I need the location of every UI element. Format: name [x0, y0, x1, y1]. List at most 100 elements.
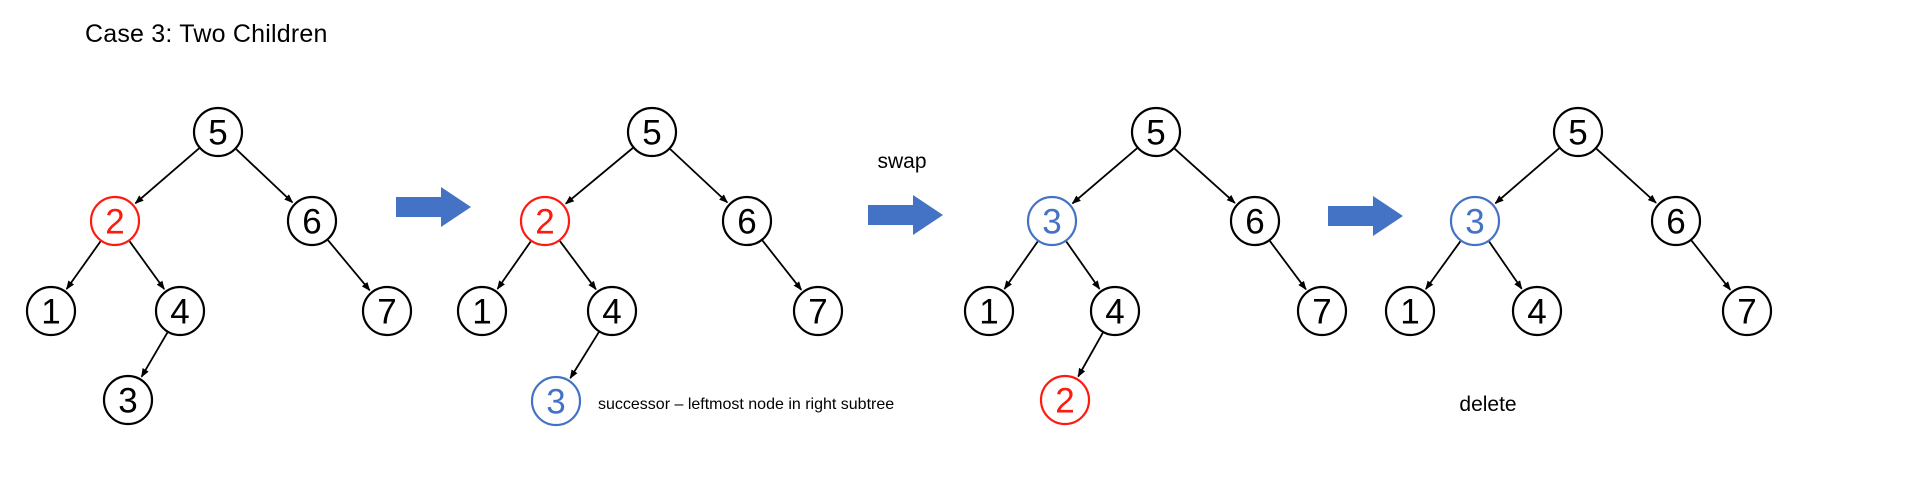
node-value: 4 — [602, 293, 621, 332]
node-6: 6 — [1229, 195, 1281, 247]
node-5: 5 — [626, 106, 678, 158]
node-value: 4 — [170, 293, 189, 332]
node-value: 7 — [808, 293, 827, 332]
node-3: 3 — [102, 374, 154, 426]
node-1: 1 — [25, 285, 77, 337]
node-circle — [1511, 285, 1563, 337]
node-4: 4 — [154, 285, 206, 337]
step-arrow-3 — [1328, 196, 1403, 236]
edge-5-to-6 — [235, 148, 294, 204]
node-6: 6 — [721, 195, 773, 247]
node-5: 5 — [1552, 106, 1604, 158]
node-7: 7 — [792, 285, 844, 337]
node-4: 4 — [1089, 285, 1141, 337]
delete-label: delete — [1459, 393, 1516, 416]
tree-step-4-deleted: 5 3 6 1 4 7 — [1384, 106, 1773, 337]
edge-6-to-7 — [327, 239, 371, 292]
node-3-blue: 3 — [1449, 195, 1501, 247]
node-circle — [1039, 374, 1091, 426]
node-value: 2 — [105, 203, 124, 242]
node-circle — [963, 285, 1015, 337]
node-circle — [1384, 285, 1436, 337]
node-circle — [626, 106, 678, 158]
node-circle — [1552, 106, 1604, 158]
node-circle — [361, 285, 413, 337]
node-6: 6 — [286, 195, 338, 247]
node-circle — [1449, 195, 1501, 247]
node-circle — [519, 195, 571, 247]
node-value: 1 — [979, 293, 998, 332]
edge-6-to-7 — [1690, 240, 1732, 291]
node-circle — [1229, 195, 1281, 247]
node-circle — [102, 374, 154, 426]
node-circle — [286, 195, 338, 247]
node-7: 7 — [361, 285, 413, 337]
page-title: Case 3: Two Children — [85, 20, 328, 48]
node-value: 2 — [535, 203, 554, 242]
node-value: 5 — [208, 114, 227, 153]
node-circle — [792, 285, 844, 337]
node-value: 6 — [737, 203, 756, 242]
edge-2-to-1 — [496, 240, 532, 290]
node-value: 2 — [1055, 382, 1074, 421]
successor-note: successor – leftmost node in right subtr… — [598, 396, 894, 413]
tree-step-2-find-successor: 5 2 6 1 4 7 3 — [456, 106, 844, 427]
node-2-red: 2 — [89, 195, 141, 247]
edge-6-to-7 — [761, 240, 803, 291]
node-value: 6 — [1666, 203, 1685, 242]
node-value: 7 — [1737, 293, 1756, 332]
tree-step-1-original: 5 2 6 1 4 7 3 — [25, 106, 413, 426]
node-circle — [1296, 285, 1348, 337]
tree-step-3-swapped: 5 3 6 1 4 7 2 — [963, 106, 1348, 426]
node-1: 1 — [963, 285, 1015, 337]
node-value: 4 — [1527, 293, 1546, 332]
edge-3-to-1 — [1425, 240, 1462, 290]
node-6: 6 — [1650, 195, 1702, 247]
node-circle — [89, 195, 141, 247]
node-value: 1 — [41, 293, 60, 332]
node-value: 3 — [546, 383, 565, 422]
node-circle — [530, 375, 582, 427]
edge-3-to-4 — [1065, 240, 1101, 290]
node-value: 3 — [1465, 203, 1484, 242]
edge-5-to-2 — [134, 147, 200, 204]
node-value: 4 — [1105, 293, 1124, 332]
edge-3-to-1 — [1003, 240, 1039, 290]
node-3-blue: 3 — [1026, 195, 1078, 247]
edge-5-to-6 — [1595, 148, 1657, 204]
node-3-blue: 3 — [530, 375, 582, 427]
node-circle — [1650, 195, 1702, 247]
node-value: 7 — [1312, 293, 1331, 332]
node-circle — [1721, 285, 1773, 337]
edge-5-to-2 — [565, 147, 634, 205]
edge-4-to-3 — [140, 332, 169, 378]
edge-6-to-7 — [1269, 240, 1307, 291]
node-value: 5 — [1146, 114, 1165, 153]
edge-4-to-2 — [1077, 332, 1104, 378]
edge-5-to-3 — [1494, 147, 1560, 204]
node-5: 5 — [1130, 106, 1182, 158]
node-circle — [1130, 106, 1182, 158]
swap-label: swap — [877, 150, 926, 173]
node-circle — [1026, 195, 1078, 247]
node-value: 6 — [1245, 203, 1264, 242]
node-value: 1 — [472, 293, 491, 332]
node-5: 5 — [192, 106, 244, 158]
step-arrow-2 — [868, 195, 943, 235]
edge-5-to-3 — [1071, 147, 1138, 205]
node-circle — [456, 285, 508, 337]
node-circle — [1089, 285, 1141, 337]
edge-5-to-6 — [1173, 148, 1236, 204]
edge-2-to-4 — [559, 240, 597, 291]
node-value: 1 — [1400, 293, 1419, 332]
edge-2-to-1 — [65, 240, 102, 290]
node-circle — [721, 195, 773, 247]
node-1: 1 — [1384, 285, 1436, 337]
step-arrow-1 — [396, 187, 471, 227]
node-value: 7 — [377, 293, 396, 332]
node-value: 3 — [1042, 203, 1061, 242]
node-4: 4 — [586, 285, 638, 337]
node-value: 3 — [118, 382, 137, 421]
node-4: 4 — [1511, 285, 1563, 337]
